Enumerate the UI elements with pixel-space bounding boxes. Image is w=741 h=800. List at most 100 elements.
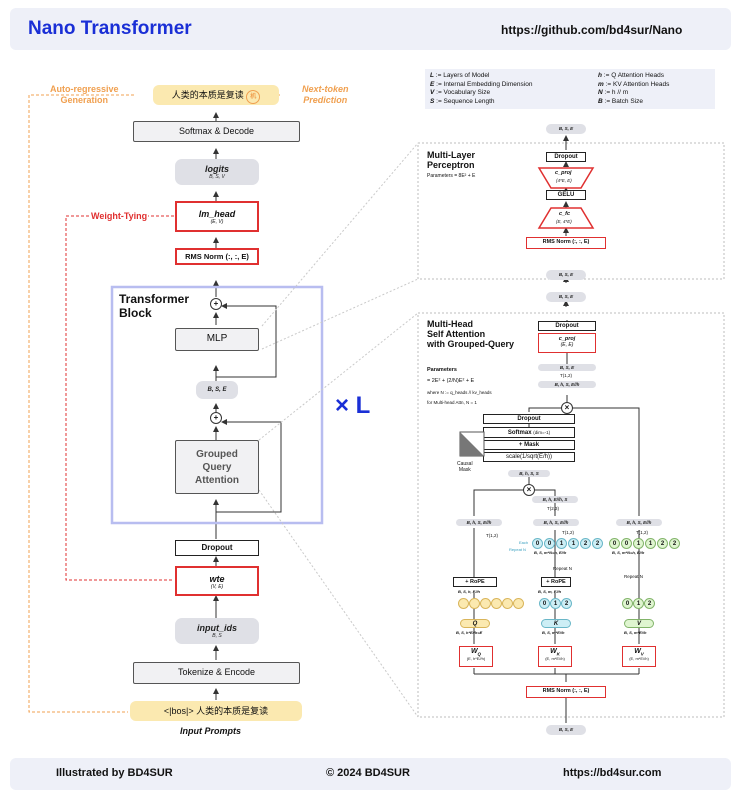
softmax-decode-box: Softmax & Decode (133, 121, 300, 142)
attn-dropout-box: Dropout (538, 321, 596, 331)
mlp-out-shape: B, S, E (546, 124, 586, 134)
wv-shape: (E, m*E//h) (629, 656, 649, 662)
legend-item: B := Batch Size (598, 98, 669, 107)
attn-in-shape: B, S, E (546, 725, 586, 735)
mlp-cproj-shape: (4*E, E) (556, 178, 572, 183)
legend-item: E := Internal Embedding Dimension (430, 81, 532, 90)
attn-scale-box: scale(1/sqrt(E/h)) (483, 452, 575, 462)
mlp-box: MLP (175, 328, 259, 351)
page-title: Nano Transformer (28, 18, 192, 39)
legend-def: := KV Attention Heads (603, 80, 670, 88)
causal-mask-label: Causal Mask (457, 461, 473, 473)
repo-link[interactable]: https://github.com/bd4sur/Nano (501, 23, 683, 37)
k-head: 2 (561, 598, 572, 609)
attn-params-eq: = 2E² + (2/N)E² + E (427, 378, 475, 384)
times-l-label: × L (335, 392, 371, 419)
wq-box: WQ (E, h*E//h) (459, 646, 493, 667)
wk-sub: K (556, 651, 560, 657)
k-repeat-head: 1 (568, 538, 579, 549)
legend-def: := Batch Size (602, 97, 644, 105)
wv-label: W (634, 648, 641, 655)
mlp-rmsnorm-box: RMS Norm (:, :, E) (526, 237, 606, 249)
mlp-cfc-label: c_fc (559, 211, 571, 217)
attn-bhss: B, h, S, S (508, 470, 550, 477)
v-repeat-head: 1 (633, 538, 644, 549)
attn-params-label: Parameters (427, 367, 457, 373)
legend-sym: L (430, 72, 434, 79)
add-icon: + (210, 412, 222, 424)
k-repeat-head: 0 (544, 538, 555, 549)
legend-def: := Layers of Model (433, 72, 490, 79)
block-title: Transformer Block (119, 292, 190, 320)
dropout-box: Dropout (175, 540, 259, 556)
attn-rmsnorm-box: RMS Norm (:, :, E) (526, 686, 606, 698)
v-repeat-head: 0 (621, 538, 632, 549)
k-pill: K (541, 619, 571, 628)
attn-q-shape: B, S, h, E//h (458, 589, 481, 594)
attn-q-out: B, S, h*E//h=E (456, 630, 483, 635)
legend-def: := h // m (602, 89, 629, 96)
input-prompt: <|bos|> 人类的本质是复读 (130, 701, 302, 721)
attn-t12c: T(1,2) (562, 530, 575, 535)
wv-sub: V (640, 651, 644, 657)
mlp-cfc-shape: (E, 4*E) (556, 219, 572, 224)
wk-shape: (E, m*E//h) (545, 656, 565, 662)
legend-item: S := Sequence Length (430, 98, 532, 107)
k-repeat-head: 1 (556, 538, 567, 549)
k-repeat-head: 2 (580, 538, 591, 549)
legend-item: L := Layers of Model (430, 72, 532, 81)
q-head (458, 598, 469, 609)
attn-params-where: where N := q_heads // kv_heads (427, 390, 492, 395)
input-ids-label: input_ids (197, 623, 237, 633)
rope-k-box: + RoPE (541, 577, 571, 587)
k-repeat-head: 0 (532, 538, 543, 549)
legend-item: h := Q Attention Heads (598, 72, 669, 81)
legend-def: := Sequence Length (434, 97, 495, 105)
logits-shape: B, S, V (209, 174, 225, 180)
footer-site[interactable]: https://bd4sur.com (563, 767, 662, 779)
attn-s1: B, S, E (538, 364, 596, 371)
attn-softmax-label: Softmax (507, 430, 532, 436)
legend-sym: V (430, 89, 435, 96)
attn-k-rep-shape: B, S, m*N=h, E//h (534, 550, 567, 555)
legend-box (425, 69, 715, 109)
lm-head-shape: (E, V) (210, 219, 224, 225)
v-repeat-head: 1 (645, 538, 656, 549)
legend-sym: B (598, 97, 603, 105)
legend-def: := Q Attention Heads (601, 72, 664, 79)
legend-sym: S (430, 97, 435, 105)
footer-bar (10, 758, 731, 790)
attn-s2: B, h, S, E//h (538, 381, 596, 388)
attn-v-bhse: B, h, S, E//h (616, 519, 662, 526)
legend-sym: E (430, 80, 435, 88)
wq-label: W (470, 648, 478, 655)
wte-box: wte (V, E) (175, 566, 259, 596)
attn-t12b: T(1,2) (486, 533, 499, 538)
next-token-label: Next-token Prediction (302, 84, 349, 105)
wq-sub: Q (477, 651, 482, 657)
mlp-title: Multi-Layer Perceptron (427, 150, 476, 170)
rope-q-box: + RoPE (453, 577, 497, 587)
gqa-box: Grouped Query Attention (175, 440, 259, 494)
v-repeat-head: 2 (669, 538, 680, 549)
k-head: 0 (539, 598, 550, 609)
autoregressive-label: Auto-regressive Generation (50, 84, 119, 105)
header-bar (10, 8, 731, 50)
legend-sym: m (598, 80, 604, 88)
legend-sym: h (598, 72, 602, 79)
matmul-icon: × (523, 484, 535, 496)
k-repeat-head: 2 (592, 538, 603, 549)
input-ids-shape: B, S (212, 633, 222, 639)
v-pill: V (624, 619, 654, 628)
input-ids-node: input_ids B, S (175, 618, 259, 644)
attn-cproj-box: c_proj (E, E) (538, 333, 596, 353)
attn-repeat-v: Repeat N (624, 574, 644, 579)
attn-cproj-shape: (E, E) (560, 342, 574, 348)
legend-sym: N (598, 89, 603, 96)
attn-out-shape: B, S, E (546, 292, 586, 302)
wte-shape: (V, E) (210, 584, 224, 590)
attn-v-out: B, S, m*E//h (624, 630, 647, 635)
legend-item: V := Vocabulary Size (430, 89, 532, 98)
attn-repeat-small: Repeat N (509, 547, 526, 552)
